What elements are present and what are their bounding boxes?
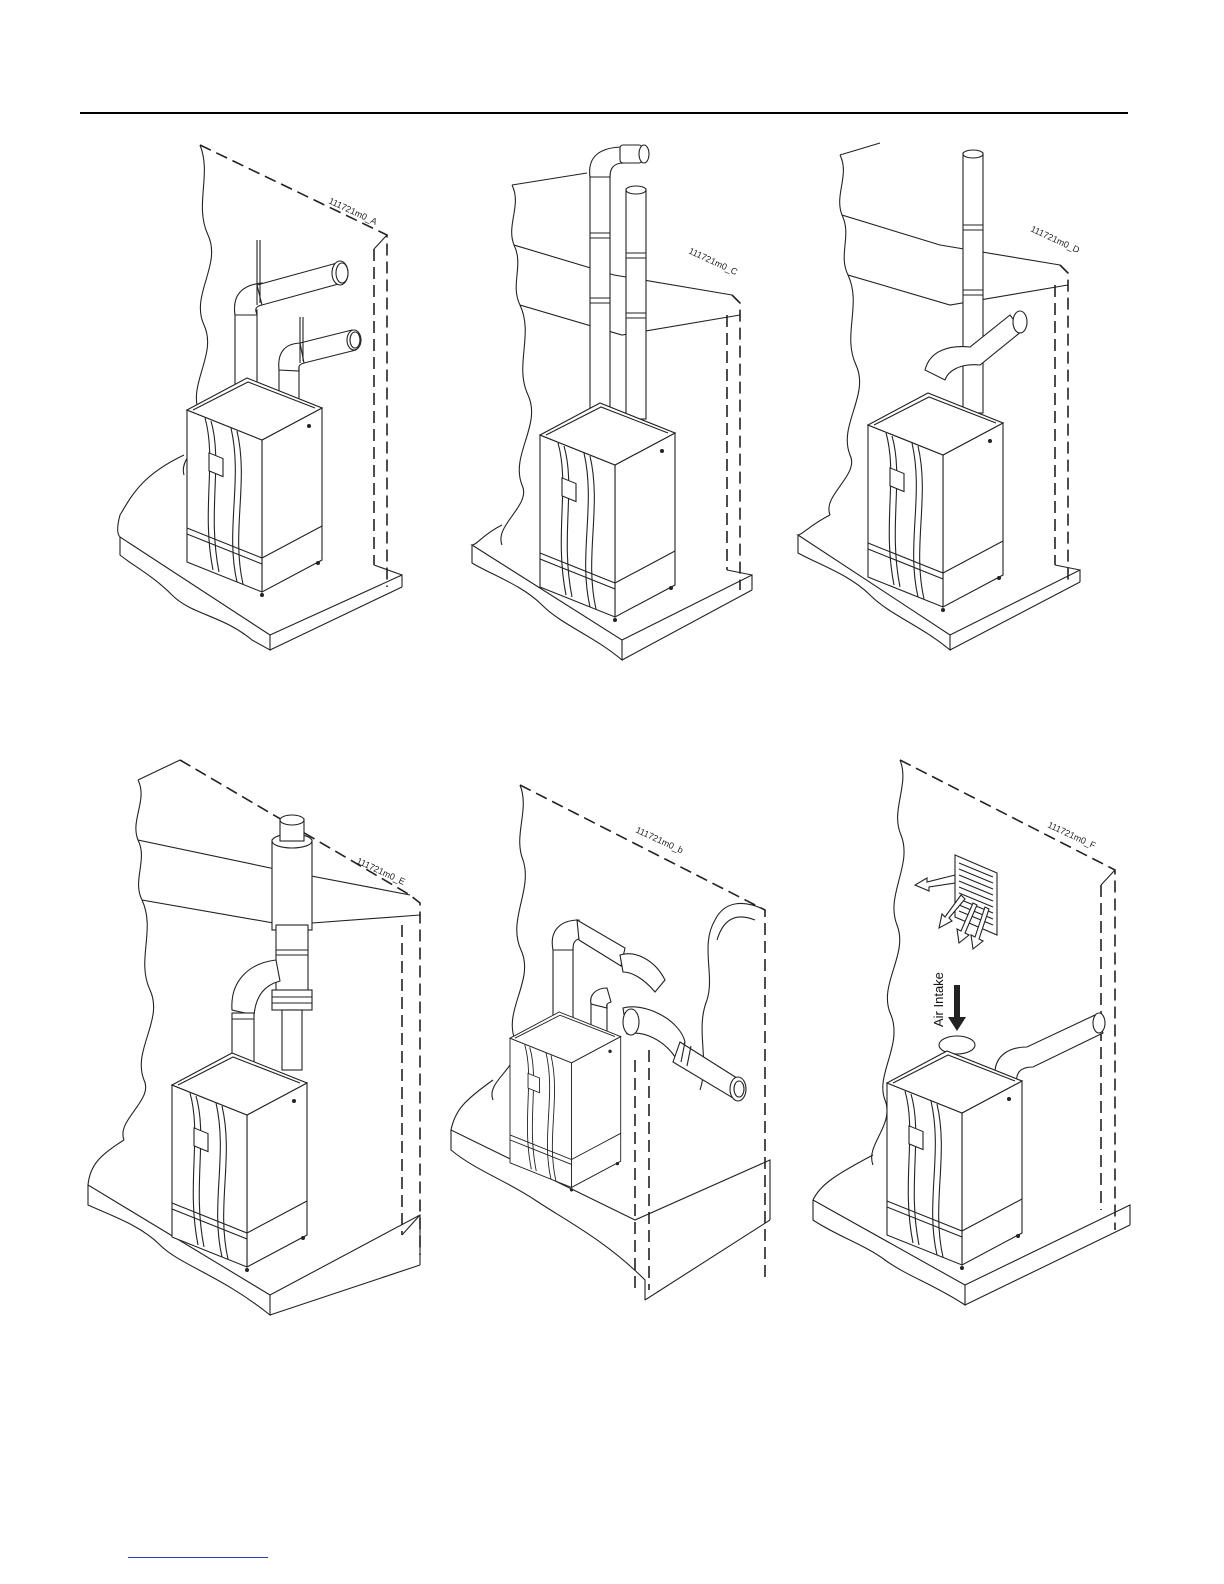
- figure-code-c: 111721m0_C: [687, 246, 739, 278]
- figure-panel-e: 111721m0_E: [80, 755, 430, 1355]
- figure-panel-b: 111721m0_b: [445, 780, 785, 1310]
- air-intake-label: Air Intake: [931, 972, 946, 1027]
- figure-panel-a: 111721m0_A: [112, 135, 412, 665]
- figure-panel-d: 111721m0_D: [790, 135, 1090, 665]
- footer-link-underline: [128, 1557, 268, 1558]
- figure-panel-f: Air Intake 111721m0_F: [805, 755, 1135, 1325]
- air-intake-arrow-icon: [948, 985, 966, 1031]
- figure-code-e: 111721m0_E: [355, 856, 407, 887]
- figure-panel-c: 111721m0_C: [462, 135, 762, 665]
- figure-code-b: 111721m0_b: [634, 825, 685, 856]
- figure-code-a: 111721m0_A: [327, 196, 379, 227]
- figure-code-f: 111721m0_F: [1046, 820, 1098, 851]
- header-rule: [80, 112, 1128, 114]
- figure-code-d: 111721m0_D: [1029, 224, 1081, 256]
